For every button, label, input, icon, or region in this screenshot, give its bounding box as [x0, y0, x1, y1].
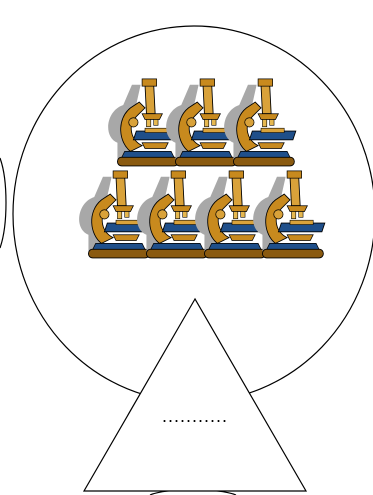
answer-blank: ........... [162, 406, 228, 426]
left-partial-circle [0, 158, 6, 248]
